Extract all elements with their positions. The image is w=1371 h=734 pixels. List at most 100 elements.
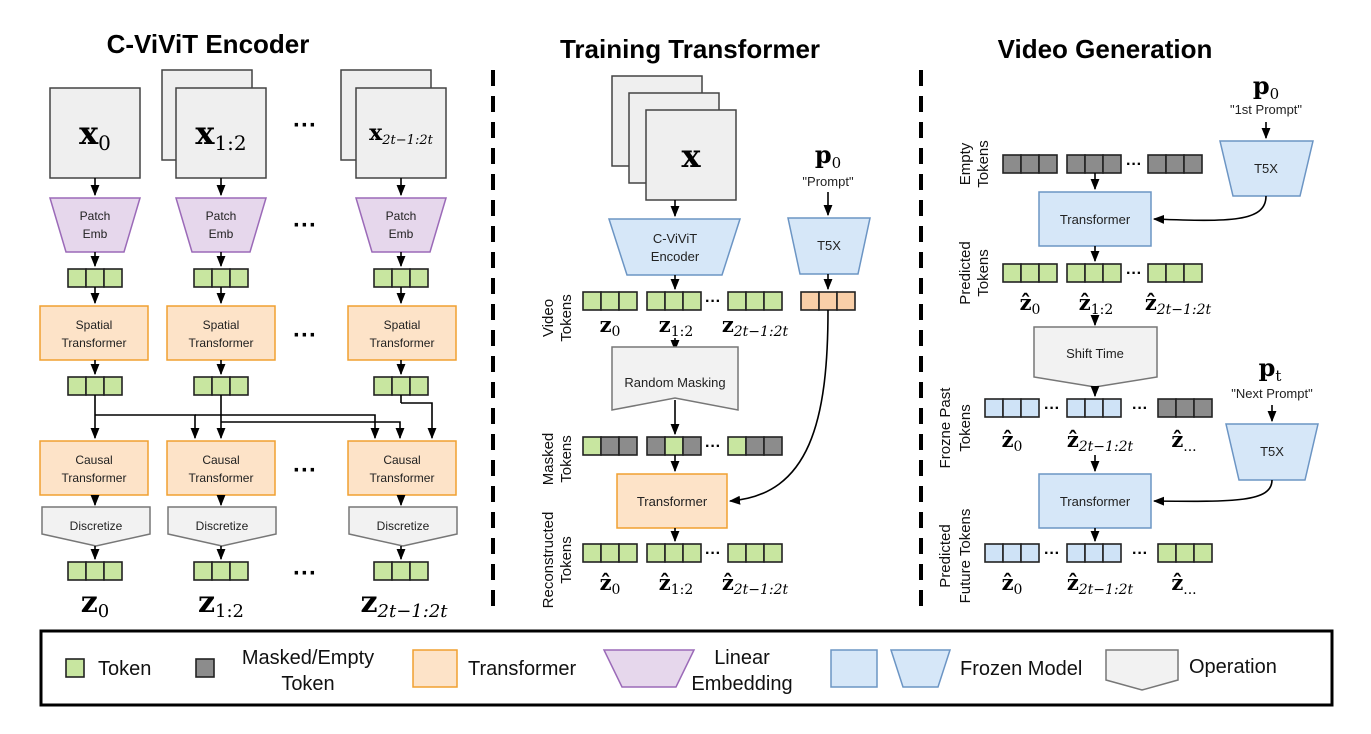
training-ellipsis-2: ··· xyxy=(705,438,721,455)
causal-transformer-1: Causal Transformer xyxy=(166,440,276,496)
svg-text:Random Masking: Random Masking xyxy=(624,375,725,390)
legend-frozen-swatch-trap xyxy=(889,649,952,688)
svg-text:"1st Prompt": "1st Prompt" xyxy=(1230,102,1302,117)
gen-predicted-tokens-label: Predicted Tokens xyxy=(957,241,992,304)
svg-text:Encoder: Encoder xyxy=(651,249,700,264)
gen-transformer-2: Transformer xyxy=(1038,473,1152,529)
svg-text:pt: pt xyxy=(1259,353,1282,385)
svg-text:Emb: Emb xyxy=(209,227,234,241)
encoder-output-2: z2t−1:2t xyxy=(360,585,448,622)
training-masked-tokens-label: Masked Tokens xyxy=(540,433,575,486)
svg-text:Emb: Emb xyxy=(389,227,414,241)
legend-masked-label-2: Token xyxy=(281,673,334,695)
legend-token-swatch xyxy=(65,658,85,678)
training-input-frames: x xyxy=(611,75,737,201)
gen-t5x-2: T5X xyxy=(1225,423,1319,481)
training-prompt-tokens xyxy=(800,291,856,311)
discretize-2: Discretize xyxy=(348,506,458,547)
legend-frozen-swatch-rect xyxy=(830,649,878,688)
encoder-frame-1: x1:2 xyxy=(161,69,267,179)
svg-text:Empty: Empty xyxy=(957,142,974,185)
gen-predicted-future-label: Predicted Future Tokens xyxy=(937,509,974,604)
encoder-tokens-c-2 xyxy=(373,561,429,581)
gen-ellipsis-6: ··· xyxy=(1132,545,1148,562)
encoder-tokens-c-0 xyxy=(67,561,123,581)
training-transformer: Transformer xyxy=(616,473,728,529)
svg-text:"Next Prompt": "Next Prompt" xyxy=(1231,386,1313,401)
training-recon-label-1: ẑ1:2 xyxy=(659,570,693,598)
svg-text:Tokens: Tokens xyxy=(957,404,974,452)
legend-transformer-swatch xyxy=(412,649,458,688)
svg-text:T5X: T5X xyxy=(817,238,841,253)
random-masking-operation: Random Masking xyxy=(611,346,739,411)
training-masked-tokens-0 xyxy=(582,436,638,456)
gen-t5x-1: T5X xyxy=(1219,140,1314,197)
gen-ellipsis-5: ··· xyxy=(1044,545,1060,562)
svg-text:Tokens: Tokens xyxy=(558,294,575,342)
svg-text:Predicted: Predicted xyxy=(957,241,974,304)
training-video-tokens-label: Video Tokens xyxy=(540,294,575,342)
svg-text:x0: x0 xyxy=(79,114,111,155)
legend-transformer-label: Transformer xyxy=(468,658,577,680)
gen-pred-label-2: ẑ2t−1:2t xyxy=(1145,290,1212,318)
training-masked-tokens-1 xyxy=(646,436,702,456)
encoder-tokens-b-1 xyxy=(193,376,249,396)
svg-text:Shift Time: Shift Time xyxy=(1066,346,1124,361)
svg-text:Predicted: Predicted xyxy=(937,524,954,587)
svg-text:Video: Video xyxy=(540,299,557,337)
frame-0-sub: 0 xyxy=(98,131,111,155)
encoder-output-1: z1:2 xyxy=(198,585,244,622)
gen-past-tokens-2 xyxy=(1157,398,1213,418)
title-training: Training Transformer xyxy=(560,34,820,64)
svg-text:p0: p0 xyxy=(1253,71,1279,103)
gen-ellipsis-4: ··· xyxy=(1132,400,1148,417)
gen-ellipsis-3: ··· xyxy=(1044,400,1060,417)
training-token-label-0: z0 xyxy=(600,312,621,340)
svg-text:Tokens: Tokens xyxy=(558,536,575,584)
training-ellipsis-3: ··· xyxy=(705,545,721,562)
training-cvivit-encoder: C-ViViT Encoder xyxy=(607,218,742,276)
svg-text:T5X: T5X xyxy=(1260,444,1284,459)
frame-1-sub: 1:2 xyxy=(214,131,246,155)
svg-text:T5X: T5X xyxy=(1254,161,1278,176)
gen-pred-tokens-0 xyxy=(1002,263,1058,283)
legend-masked-label-1: Masked/Empty xyxy=(242,647,374,669)
training-recon-tokens-1 xyxy=(646,543,702,563)
causal-transformer-2: Causal Transformer xyxy=(347,440,457,496)
training-recon-tokens-2 xyxy=(727,543,783,563)
frame-2-sub: 2t−1:2t xyxy=(381,133,433,148)
svg-text:Patch: Patch xyxy=(206,209,237,223)
encoder-tokens-c-1 xyxy=(193,561,249,581)
training-video-tokens-1 xyxy=(646,291,702,311)
svg-text:x1:2: x1:2 xyxy=(195,114,246,155)
gen-pred-label-0: ẑ0 xyxy=(1020,290,1041,318)
svg-text:Transformer: Transformer xyxy=(370,471,435,485)
gen-empty-tokens-1 xyxy=(1066,154,1122,174)
svg-text:Spatial: Spatial xyxy=(384,318,421,332)
gen-empty-tokens-2 xyxy=(1147,154,1203,174)
training-reconstructed-tokens-label: Reconstructed Tokens xyxy=(540,512,575,609)
gen-pred-tokens-1 xyxy=(1066,263,1122,283)
svg-text:Transformer: Transformer xyxy=(62,471,127,485)
encoder-tokens-b-0 xyxy=(67,376,123,396)
svg-text:p0: p0 xyxy=(815,140,841,172)
legend-token-label: Token xyxy=(98,658,151,680)
discretize-0: Discretize xyxy=(41,506,151,547)
spatial-transformer-2: Spatial Transformer xyxy=(347,305,457,361)
legend-operation-label: Operation xyxy=(1189,656,1277,678)
patch-emb-0: Patch Emb xyxy=(48,197,142,253)
svg-text:Tokens: Tokens xyxy=(558,435,575,483)
training-video-tokens-0 xyxy=(582,291,638,311)
spatial-transformer-1: Spatial Transformer xyxy=(166,305,276,361)
legend-frozen-label: Frozen Model xyxy=(960,658,1082,680)
svg-text:Future Tokens: Future Tokens xyxy=(957,509,974,604)
svg-text:Patch: Patch xyxy=(80,209,111,223)
svg-text:x: x xyxy=(681,137,701,175)
encoder-frame-0: x0 xyxy=(49,87,141,179)
shift-time-operation: Shift Time xyxy=(1033,326,1158,388)
gen-empty-tokens-label: Empty Tokens xyxy=(957,140,992,188)
gen-past-label-2: ẑ... xyxy=(1171,427,1196,455)
gen-future-label-0: ẑ0 xyxy=(1002,570,1023,598)
encoder-tokens-a-0 xyxy=(67,268,123,288)
training-prompt-label: p0 "Prompt" xyxy=(802,140,854,189)
